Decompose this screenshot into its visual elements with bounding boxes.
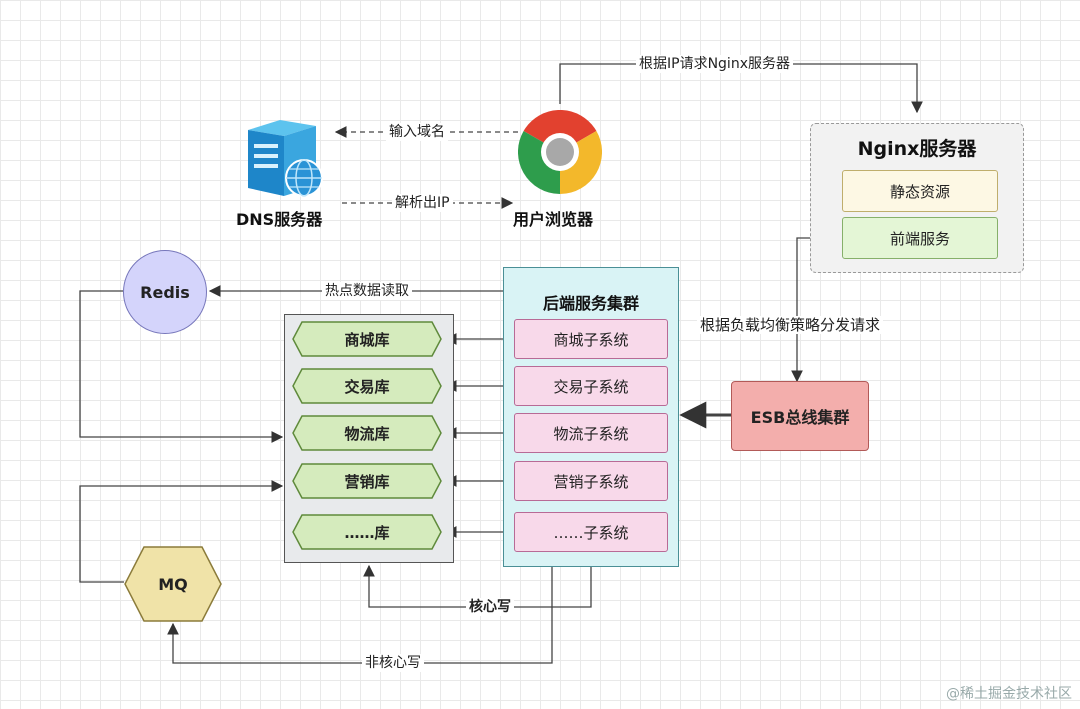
backend-cluster-title: 后端服务集群 bbox=[542, 294, 639, 313]
label-resolve-ip: 解析出IP bbox=[392, 194, 453, 212]
mq-node: MQ bbox=[124, 546, 222, 622]
watermark: @稀土掘金技术社区 bbox=[946, 686, 1072, 702]
database-item: 交易库 bbox=[292, 368, 442, 404]
redis-node: Redis bbox=[123, 250, 207, 334]
browser-label: 用户浏览器 bbox=[513, 210, 594, 229]
label-core-write: 核心写 bbox=[466, 598, 514, 616]
dns-server-icon bbox=[240, 112, 330, 202]
database-item-label: 交易库 bbox=[344, 377, 390, 396]
label-hot-data-read: 热点数据读取 bbox=[322, 282, 412, 300]
database-item: ……库 bbox=[292, 514, 442, 550]
subsystem-item: ……子系统 bbox=[514, 512, 668, 552]
edge-mq-db bbox=[79, 480, 284, 583]
label-input-domain: 输入域名 bbox=[386, 123, 448, 141]
browser-icon bbox=[517, 109, 603, 194]
database-item-label: ……库 bbox=[344, 523, 390, 542]
database-item: 物流库 bbox=[292, 415, 442, 451]
database-item-label: 营销库 bbox=[344, 472, 390, 491]
static-resources-box: 静态资源 bbox=[842, 170, 998, 212]
database-item: 商城库 bbox=[292, 321, 442, 357]
label-load-balance: 根据负载均衡策略分发请求 bbox=[697, 316, 884, 334]
frontend-service-box: 前端服务 bbox=[842, 217, 998, 259]
label-request-nginx: 根据IP请求Nginx服务器 bbox=[636, 55, 793, 73]
dns-server-label: DNS服务器 bbox=[236, 210, 323, 229]
database-item-label: 商城库 bbox=[344, 330, 390, 349]
subsystem-item: 营销子系统 bbox=[514, 461, 668, 501]
label-noncore-write: 非核心写 bbox=[362, 654, 424, 672]
subsystem-item: 物流子系统 bbox=[514, 413, 668, 453]
database-item: 营销库 bbox=[292, 463, 442, 499]
database-item-label: 物流库 bbox=[344, 424, 390, 443]
esb-cluster-box: ESB总线集群 bbox=[731, 381, 869, 451]
subsystem-item: 交易子系统 bbox=[514, 366, 668, 406]
edge-redis-db bbox=[79, 290, 284, 443]
nginx-server-title: Nginx服务器 bbox=[857, 138, 977, 160]
subsystem-item: 商城子系统 bbox=[514, 319, 668, 359]
mq-label: MQ bbox=[158, 574, 188, 594]
